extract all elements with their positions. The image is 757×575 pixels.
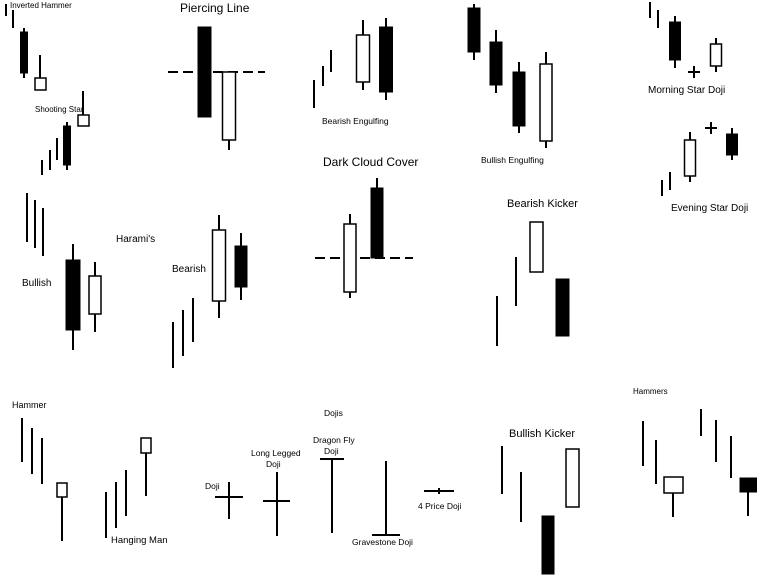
evening-white-body (683, 139, 697, 177)
dark-cloud-black-body (370, 187, 384, 259)
bull-eng-white-body (539, 63, 553, 142)
bull-kick-black (541, 515, 555, 575)
hammer-white (56, 482, 68, 498)
piercing-black (197, 26, 212, 118)
bear-kick-white (529, 221, 544, 273)
label-shooting-star: Shooting Star (35, 105, 84, 114)
inv-hammer-white (34, 77, 47, 91)
bear-kick-black (555, 278, 570, 337)
harami-bull-white-body (88, 275, 102, 315)
dark-cloud-white-body (343, 223, 357, 293)
label-dragon-fly-doji-line2: Doji (324, 446, 339, 456)
hammers-white (663, 476, 684, 494)
harami-bear-black-body (234, 245, 248, 288)
label-dark-cloud-cover: Dark Cloud Cover (323, 155, 418, 169)
label-dojis: Dojis (324, 408, 343, 418)
harami-bull-black-body (65, 259, 81, 331)
label-doji: Doji (205, 481, 220, 491)
candlestick-marks (5, 2, 757, 575)
label-hanging-man: Hanging Man (111, 535, 168, 546)
label-dragon-fly-doji-line1: Dragon Fly (313, 435, 355, 445)
label-gravestone-doji: Gravestone Doji (352, 537, 413, 547)
bear-eng-white-body (355, 34, 371, 83)
label-bullish-engulfing: Bullish Engulfing (481, 155, 544, 165)
shoot-white (77, 114, 90, 127)
label-bearish-engulfing: Bearish Engulfing (322, 116, 389, 126)
label-four-price-doji: 4 Price Doji (418, 501, 462, 511)
label-long-legged-doji-line2: Doji (266, 459, 281, 469)
inv-hammer-black-body (20, 31, 28, 74)
piercing-white-body (221, 71, 237, 141)
bull-eng-black-1-body (467, 7, 481, 53)
hammers-black (739, 477, 757, 493)
bull-eng-black-3-body (512, 71, 526, 127)
label-inverted-hammer: Inverted Hammer (10, 1, 72, 10)
bull-kick-white (565, 448, 580, 508)
label-bearish-kicker: Bearish Kicker (507, 198, 578, 210)
label-haramis: Harami's (116, 234, 155, 245)
label-bearish: Bearish (172, 264, 206, 275)
shoot-black-body (63, 125, 71, 166)
label-bullish-kicker: Bullish Kicker (509, 428, 575, 440)
harami-bear-white-body (211, 229, 227, 302)
morning-black-body (669, 21, 681, 61)
bear-eng-black-body (379, 26, 393, 93)
label-morning-star-doji: Morning Star Doji (648, 85, 725, 96)
label-hammers: Hammers (633, 387, 668, 396)
label-bullish: Bullish (22, 278, 51, 289)
evening-black-body (726, 133, 738, 156)
label-hammer: Hammer (12, 400, 47, 410)
label-evening-star-doji: Evening Star Doji (671, 203, 748, 214)
morning-white-body (709, 43, 723, 67)
bull-eng-black-2-body (489, 41, 503, 86)
label-piercing-line: Piercing Line (180, 1, 250, 15)
hang-white (140, 437, 152, 454)
label-long-legged-doji-line1: Long Legged (251, 448, 301, 458)
